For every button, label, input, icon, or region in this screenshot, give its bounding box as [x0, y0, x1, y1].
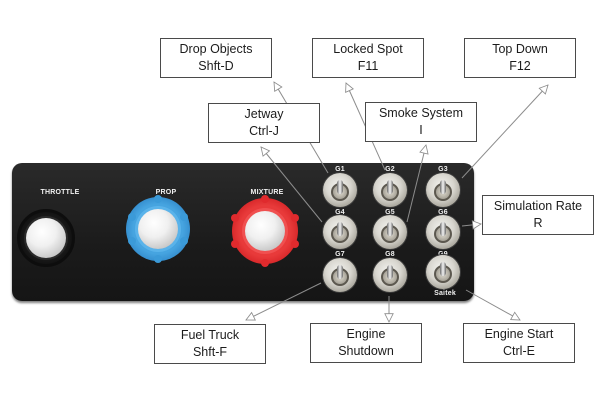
switch-lever: [337, 222, 343, 237]
mixture-knob[interactable]: [231, 195, 299, 267]
prop-knob-face: [138, 209, 178, 249]
knob-grip: [128, 213, 136, 221]
knob-grip: [231, 240, 239, 248]
knob-grip: [291, 214, 299, 222]
callout-title: Fuel Truck: [180, 328, 240, 342]
prop-label: PROP: [155, 189, 177, 196]
callout-key: F11: [357, 59, 379, 73]
knob-grip: [180, 213, 188, 221]
switch-lever: [337, 180, 343, 195]
callout-drop-objects: Drop Objects Shft-D: [160, 38, 272, 78]
switch-lever: [440, 262, 446, 277]
switch-lever: [387, 222, 393, 237]
switch-label-g5: G5: [385, 209, 395, 216]
callout-key: Shft-D: [198, 59, 234, 73]
toggle-switch-g1[interactable]: [323, 173, 357, 207]
callout-key: Ctrl-J: [249, 124, 279, 138]
throttle-label: THROTTLE: [40, 189, 80, 196]
callout-top-down: Top Down F12: [464, 38, 576, 78]
callout-title: Drop Objects: [179, 42, 253, 56]
switch-lever: [387, 180, 393, 195]
callout-smoke-system: Smoke System I: [365, 102, 477, 142]
switch-label-g4: G4: [335, 209, 345, 216]
toggle-switch-g9[interactable]: [426, 255, 460, 289]
switch-lever: [387, 265, 393, 280]
callout-title: Simulation Rate: [493, 199, 583, 213]
callout-engine-start: Engine Start Ctrl-E: [463, 323, 575, 363]
callout-locked-spot: Locked Spot F11: [312, 38, 424, 78]
switch-label-g9: G9: [438, 251, 448, 258]
callout-fuel-truck: Fuel Truck Shft-F: [154, 324, 266, 364]
switch-label-g7: G7: [335, 251, 345, 258]
callout-title: Locked Spot: [333, 42, 403, 56]
switch-lever: [440, 222, 446, 237]
mixture-knob-face: [245, 211, 285, 251]
throttle-knob-face: [26, 218, 66, 258]
knob-grip: [261, 195, 269, 203]
callout-key: I: [419, 123, 423, 137]
callout-title: Engine: [346, 327, 386, 341]
switch-lever: [440, 180, 446, 195]
switch-label-g3: G3: [438, 166, 448, 173]
switch-label-g2: G2: [385, 166, 395, 173]
knob-grip: [128, 237, 136, 245]
toggle-switch-g2[interactable]: [373, 173, 407, 207]
throttle-knob[interactable]: [17, 209, 75, 267]
knob-grip: [291, 240, 299, 248]
callout-key: Shutdown: [338, 344, 394, 358]
callout-key: Shft-F: [192, 345, 228, 359]
toggle-switch-g3[interactable]: [426, 173, 460, 207]
callout-title: Jetway: [244, 107, 284, 121]
prop-knob[interactable]: [126, 195, 190, 263]
toggle-switch-g7[interactable]: [323, 258, 357, 292]
callout-title: Top Down: [492, 42, 548, 56]
callout-jetway: Jetway Ctrl-J: [208, 103, 320, 143]
callout-title: Smoke System: [378, 106, 464, 120]
callout-key: F12: [509, 59, 531, 73]
callout-title: Engine Start: [484, 327, 554, 341]
switch-label-g8: G8: [385, 251, 395, 258]
toggle-switch-g5[interactable]: [373, 215, 407, 249]
arrow-engine-start: [465, 289, 520, 320]
switch-label-g1: G1: [335, 166, 345, 173]
callout-key: Ctrl-E: [503, 344, 535, 358]
brand-logo: Saitek: [434, 290, 456, 297]
callout-key: R: [533, 216, 543, 230]
toggle-switch-g6[interactable]: [426, 215, 460, 249]
knob-grip: [180, 237, 188, 245]
toggle-switch-g8[interactable]: [373, 258, 407, 292]
toggle-switch-g4[interactable]: [323, 215, 357, 249]
knob-grip: [261, 259, 269, 267]
knob-grip: [154, 195, 162, 203]
switch-lever: [337, 265, 343, 280]
callout-simulation-rate: Simulation Rate R: [482, 195, 594, 235]
switch-label-g6: G6: [438, 209, 448, 216]
callout-engine-shutdown: Engine Shutdown: [310, 323, 422, 363]
knob-grip: [231, 214, 239, 222]
knob-grip: [154, 255, 162, 263]
